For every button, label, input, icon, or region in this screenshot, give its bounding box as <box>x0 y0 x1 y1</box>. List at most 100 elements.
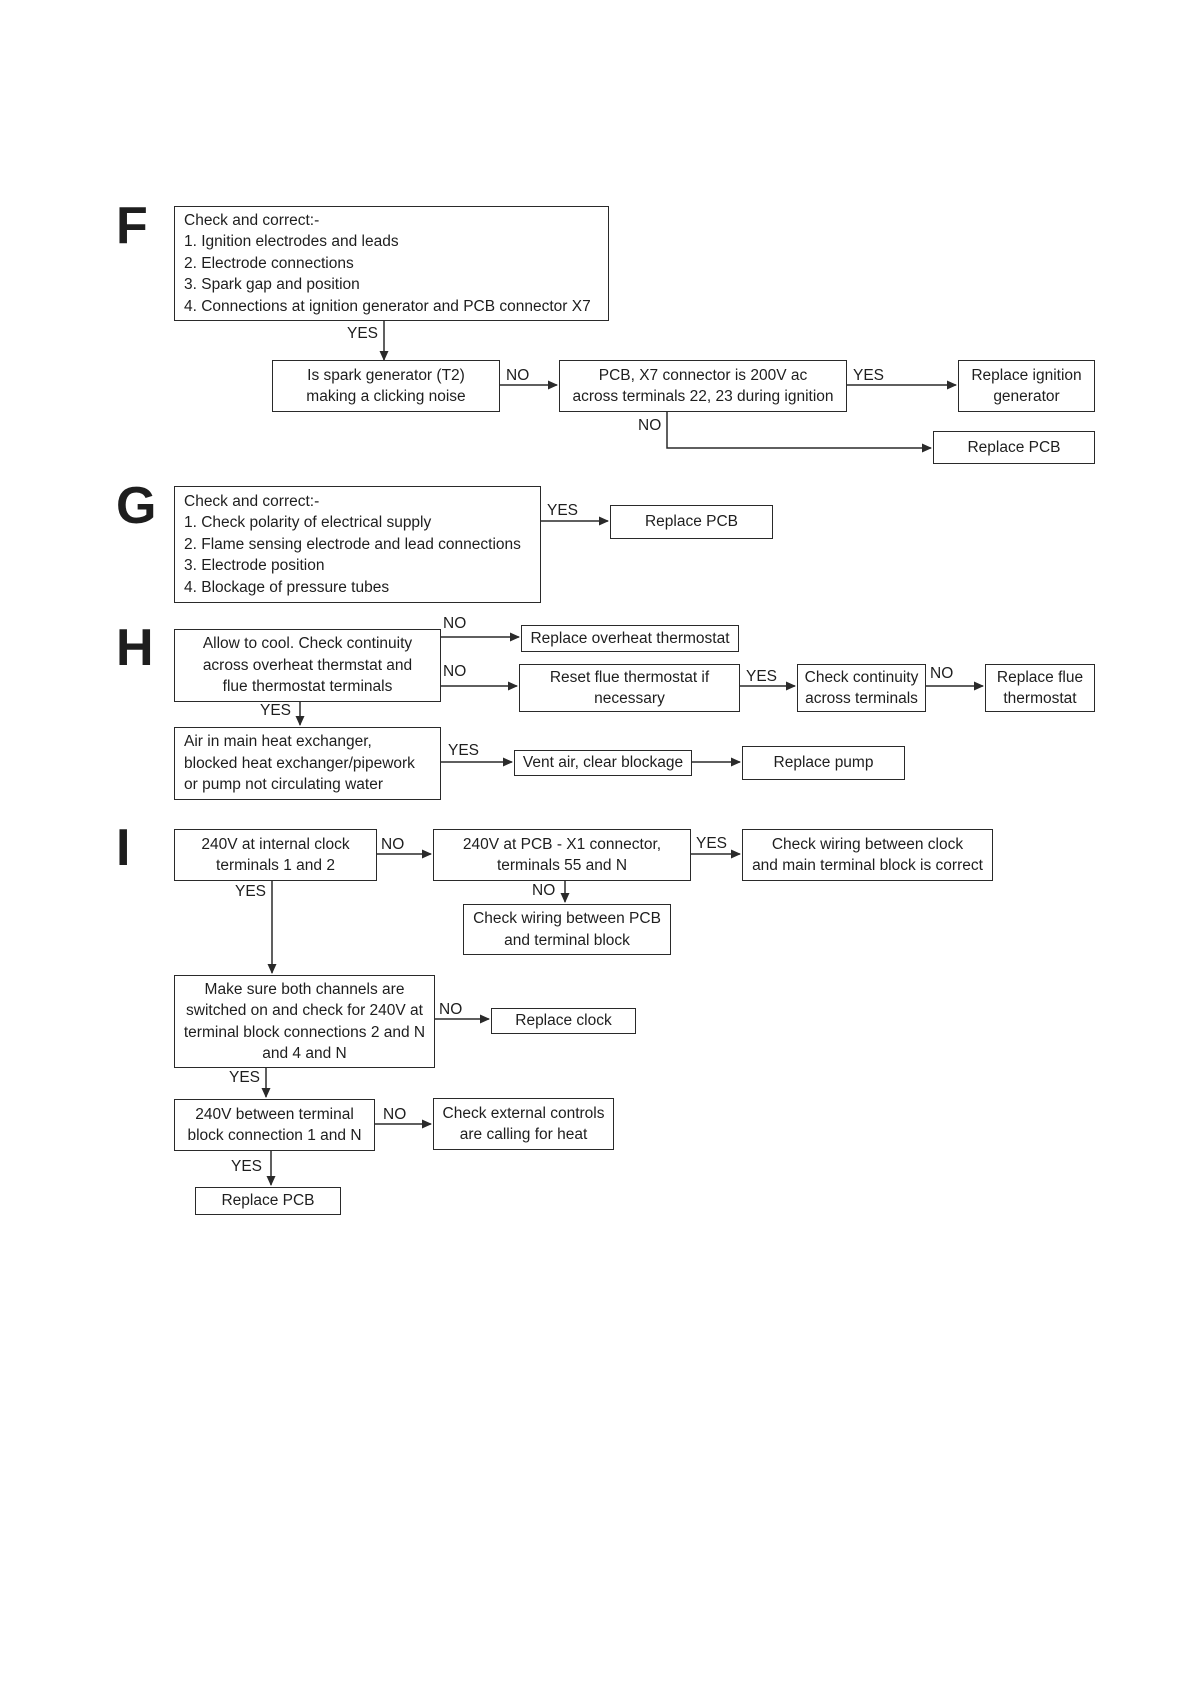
f-arrow-pcb-to-replace-pcb <box>666 411 932 453</box>
i-both-channels-box: Make sure both channels are switched on … <box>174 975 435 1068</box>
h-replace-pump-box: Replace pump <box>742 746 905 780</box>
section-letter-i: I <box>116 819 131 877</box>
i-label-no-2: NO <box>532 882 556 899</box>
i-label-yes-1: YES <box>696 835 728 852</box>
f-replace-pcb-text: Replace PCB <box>967 438 1061 456</box>
i-clock-line-2: terminals 1 and 2 <box>216 857 335 874</box>
g-check-item-4: 4. Blockage of pressure tubes <box>184 578 390 596</box>
i-terminal-line-1: 240V between terminal <box>195 1105 354 1123</box>
f-label-no-1: NO <box>506 367 530 384</box>
h-check-continuity-line-1: Check continuity <box>804 668 919 686</box>
i-wiring-clock-box: Check wiring between clock and main term… <box>742 829 993 881</box>
i-label-no-4: NO <box>383 1106 407 1123</box>
f-replace-ignition-box: Replace ignition generator <box>958 360 1095 412</box>
h-cool-line-2: across overheat thermstat and <box>202 656 413 674</box>
h-label-no-1: NO <box>443 615 467 632</box>
h-allow-to-cool-box: Allow to cool. Check continuity across o… <box>174 629 441 702</box>
f-spark-line-2: making a clicking noise <box>306 388 466 405</box>
f-check-item-4: 4. Connections at ignition generator and… <box>184 297 591 315</box>
section-letter-f: F <box>116 197 148 255</box>
g-replace-pcb-box: Replace PCB <box>610 505 773 539</box>
f-check-item-2: 2. Electrode connections <box>184 254 354 272</box>
h-check-continuity-box: Check continuity across terminals <box>797 664 926 712</box>
h-replace-flue-line-1: Replace flue <box>996 668 1084 686</box>
i-external-controls-box: Check external controls are calling for … <box>433 1098 614 1150</box>
i-internal-clock-box: 240V at internal clock terminals 1 and 2 <box>174 829 377 881</box>
f-pcb-x7-line-2: across terminals 22, 23 during ignition <box>572 388 834 405</box>
i-channels-line-4: and 4 and N <box>262 1045 347 1062</box>
h-label-yes-3: YES <box>448 742 480 759</box>
h-vent-air-box: Vent air, clear blockage <box>514 750 692 776</box>
f-pcb-x7-line-1: PCB, X7 connector is 200V ac <box>598 366 808 384</box>
g-check-and-correct-box: Check and correct:- 1. Check polarity of… <box>174 486 541 603</box>
i-wiring-pcb-line-1: Check wiring between PCB <box>473 910 661 927</box>
i-label-yes-2: YES <box>235 883 267 900</box>
section-letter-g: G <box>116 477 157 535</box>
i-wiring-pcb-line-2: and terminal block <box>504 931 630 949</box>
h-replace-flue-line-2: thermostat <box>1003 690 1077 707</box>
f-label-no-2: NO <box>638 417 662 434</box>
h-cool-line-1: Allow to cool. Check continuity <box>202 635 413 653</box>
i-wiring-clock-line-1: Check wiring between clock <box>771 835 964 853</box>
f-pcb-x7-box: PCB, X7 connector is 200V ac across term… <box>559 360 847 412</box>
h-cool-line-3: flue thermostat terminals <box>222 678 393 696</box>
h-reset-flue-line-1: Reset flue thermostat if <box>549 668 710 686</box>
h-air-line-3: or pump not circulating water <box>184 776 384 794</box>
h-label-no-3: NO <box>930 665 954 682</box>
h-reset-flue-box: Reset flue thermostat if necessary <box>519 664 740 712</box>
section-letter-h: H <box>116 619 154 677</box>
i-label-yes-3: YES <box>229 1069 261 1086</box>
h-air-line-1: Air in main heat exchanger, <box>184 733 372 751</box>
i-label-no-1: NO <box>381 836 405 853</box>
f-spark-generator-box: Is spark generator (T2) making a clickin… <box>272 360 500 412</box>
i-replace-pcb-text: Replace PCB <box>221 1192 315 1210</box>
i-pcb-x1-line-2: terminals 55 and N <box>496 857 628 874</box>
i-replace-pcb-box: Replace PCB <box>195 1187 341 1215</box>
i-channels-line-2: switched on and check for 240V at <box>186 1002 423 1019</box>
f-replace-ignition-line-1: Replace ignition <box>971 366 1082 384</box>
h-replace-overheat-text: Replace overheat thermostat <box>530 629 730 647</box>
f-check-and-correct-box: Check and correct:- 1. Ignition electrod… <box>174 206 609 321</box>
f-replace-pcb-box: Replace PCB <box>933 431 1095 464</box>
f-check-item-1: 1. Ignition electrodes and leads <box>184 233 399 251</box>
h-label-yes-1: YES <box>746 668 778 685</box>
h-air-in-exchanger-box: Air in main heat exchanger, blocked heat… <box>174 727 441 800</box>
f-spark-line-1: Is spark generator (T2) <box>307 366 465 384</box>
g-check-item-2: 2. Flame sensing electrode and lead conn… <box>184 535 521 553</box>
h-replace-overheat-box: Replace overheat thermostat <box>521 625 739 652</box>
g-check-item-3: 3. Electrode position <box>184 557 325 575</box>
i-wiring-clock-line-2: and main terminal block is correct <box>752 857 983 874</box>
h-air-line-2: blocked heat exchanger/pipework <box>184 754 415 772</box>
f-check-item-3: 3. Spark gap and position <box>184 276 360 294</box>
f-check-title: Check and correct:- <box>184 211 320 229</box>
g-check-title: Check and correct:- <box>184 492 320 510</box>
f-label-yes-1: YES <box>347 325 379 342</box>
i-wiring-pcb-box: Check wiring between PCB and terminal bl… <box>463 904 671 955</box>
h-check-continuity-line-2: across terminals <box>805 690 918 707</box>
f-replace-ignition-line-2: generator <box>993 388 1060 405</box>
i-label-yes-4: YES <box>231 1158 263 1175</box>
i-clock-line-1: 240V at internal clock <box>201 835 350 853</box>
i-external-line-2: are calling for heat <box>459 1126 588 1143</box>
f-label-yes-2: YES <box>853 367 885 384</box>
i-terminal-connection-box: 240V between terminal block connection 1… <box>174 1099 375 1151</box>
g-label-yes-1: YES <box>547 502 579 519</box>
h-reset-flue-line-2: necessary <box>594 690 665 707</box>
i-replace-clock-text: Replace clock <box>515 1012 612 1030</box>
h-label-no-2: NO <box>443 663 467 680</box>
i-terminal-line-2: block connection 1 and N <box>187 1127 362 1144</box>
h-vent-air-text: Vent air, clear blockage <box>522 754 684 772</box>
i-channels-line-3: terminal block connections 2 and N <box>183 1023 426 1041</box>
i-replace-clock-box: Replace clock <box>491 1008 636 1034</box>
i-label-no-3: NO <box>439 1001 463 1018</box>
i-pcb-x1-line-1: 240V at PCB - X1 connector, <box>462 835 662 853</box>
i-external-line-1: Check external controls <box>442 1104 605 1122</box>
g-check-item-1: 1. Check polarity of electrical supply <box>184 514 432 532</box>
i-channels-line-1: Make sure both channels are <box>204 980 405 998</box>
i-pcb-x1-box: 240V at PCB - X1 connector, terminals 55… <box>433 829 691 881</box>
h-replace-pump-text: Replace pump <box>773 754 874 772</box>
g-replace-pcb-text: Replace PCB <box>644 513 739 531</box>
h-label-yes-2: YES <box>260 702 292 719</box>
